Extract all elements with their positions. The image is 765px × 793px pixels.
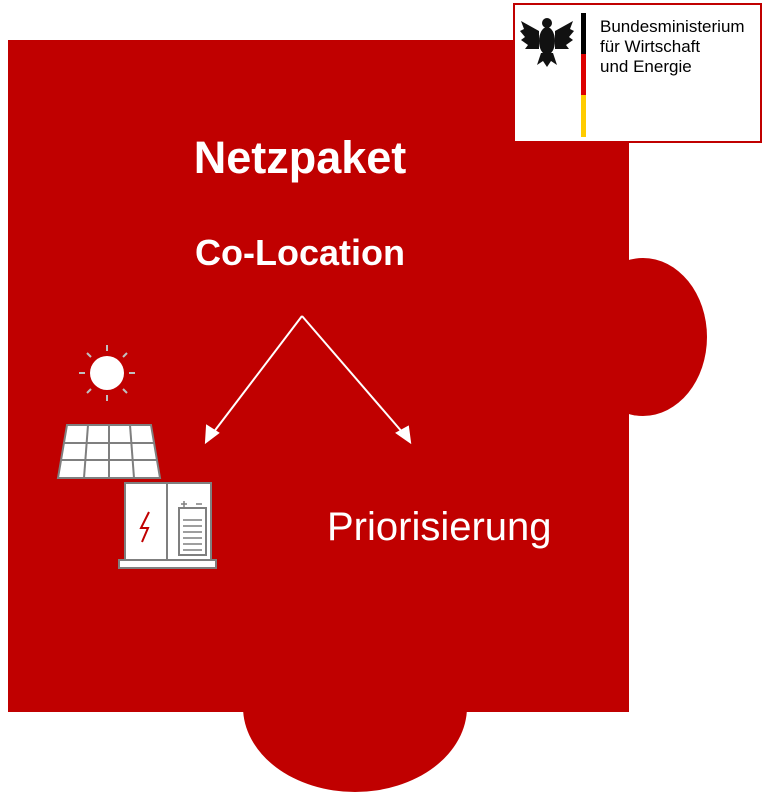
solar-panel-icon [56, 424, 162, 479]
subtitle: Co-Location [195, 232, 405, 273]
arrow-right-head [395, 425, 412, 445]
page-title: Netzpaket [193, 132, 407, 183]
arrow-left [212, 315, 303, 434]
ministry-name-line-1: Bundesministerium [600, 17, 745, 36]
branch-label-priorisierung: Priorisierung [327, 505, 552, 549]
german-flag-bar [581, 13, 586, 137]
ministry-name-line-3: und Energie [600, 57, 692, 76]
ministry-name: Bundesministerium für Wirtschaft und Ene… [600, 17, 745, 77]
sun-icon [79, 345, 135, 401]
branch-arrows [204, 315, 412, 445]
arrow-right [301, 315, 404, 434]
federal-eagle-icon [520, 18, 574, 67]
ministry-logo: Bundesministerium für Wirtschaft und Ene… [513, 3, 762, 143]
arrow-left-head [204, 424, 220, 445]
ministry-name-line-2: für Wirtschaft [600, 37, 701, 56]
battery-storage-icon [118, 482, 217, 569]
